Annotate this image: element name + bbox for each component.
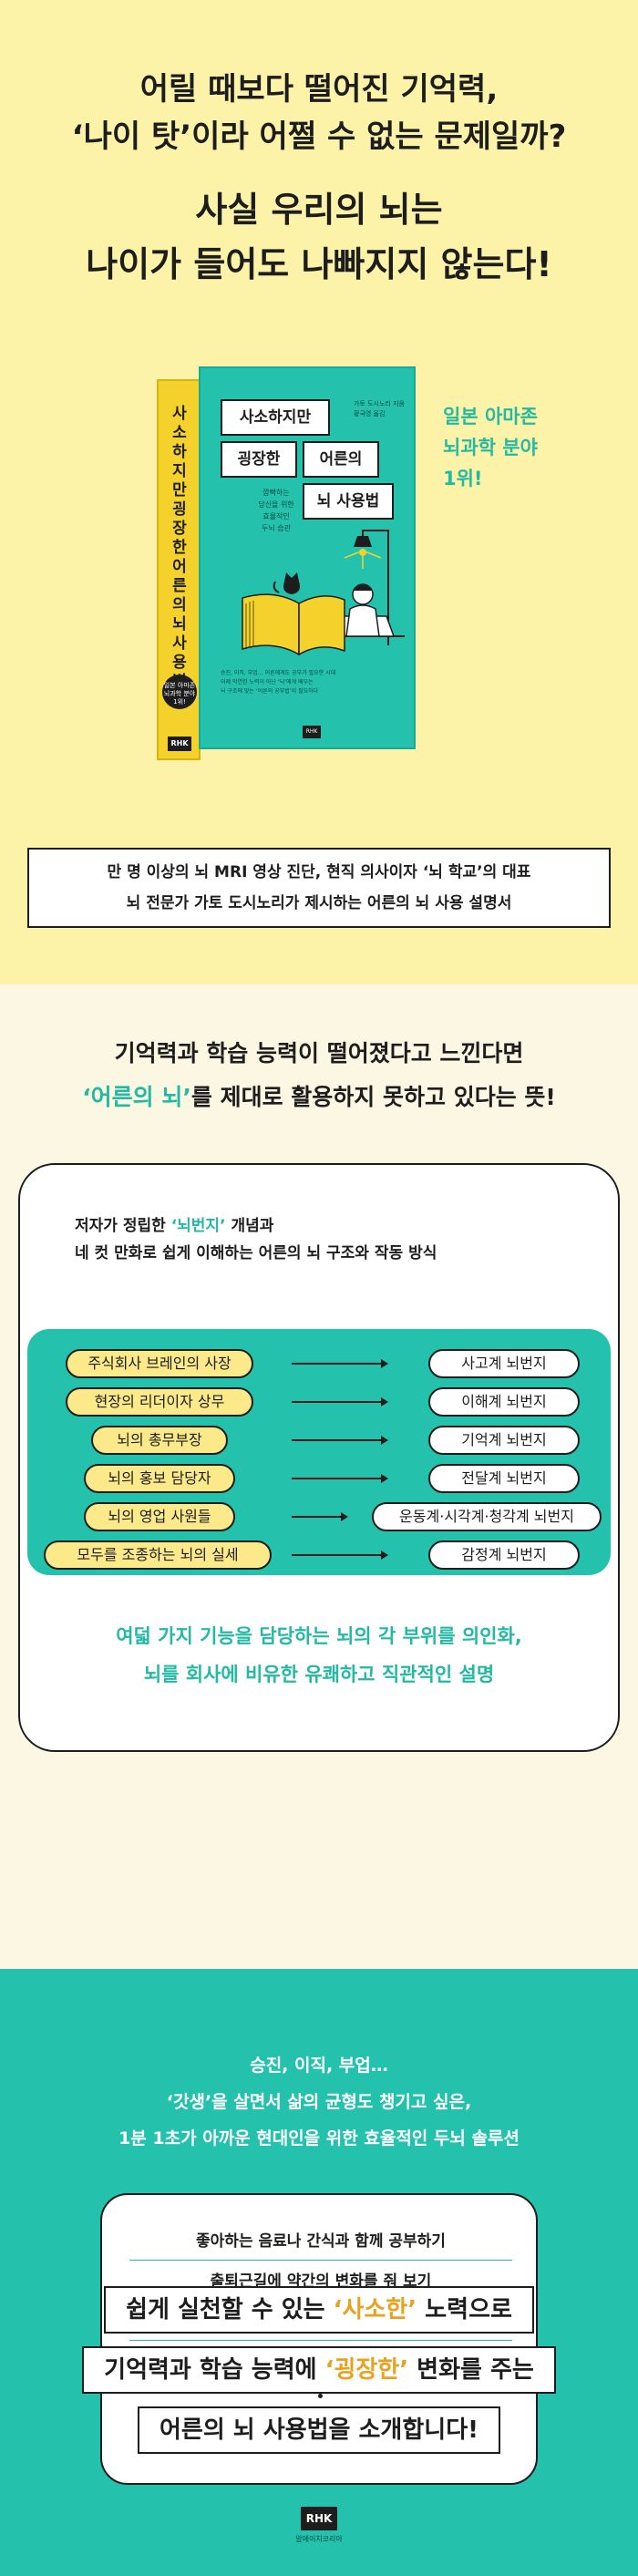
tip-item: 좋아하는 음료나 간식과 함께 공부하기 xyxy=(129,2222,512,2261)
section3-headline: 승진, 이직, 부업… ‘갓생’을 살면서 삶의 균형도 챙기고 싶은, 1분 … xyxy=(118,2056,520,2148)
role-pill: 주식회사 브레인의 사장 xyxy=(66,1349,253,1378)
mapping-row: 모두를 조종하는 뇌의 실세 감정계 뇌번지 xyxy=(27,1540,611,1570)
role-pill: 뇌의 총무부장 xyxy=(91,1426,228,1455)
cover-title-1: 사소하지만 xyxy=(221,399,330,436)
headline-highlight: ‘어른의 뇌’ xyxy=(82,1084,191,1110)
arrow-icon xyxy=(292,1474,388,1483)
mapping-row: 뇌의 총무부장 기억계 뇌번지 xyxy=(27,1426,611,1455)
region-pill: 이해계 뇌번지 xyxy=(428,1387,580,1417)
ellipsis-dot xyxy=(318,2368,323,2373)
amazon-rank-badge: 일본 아마존 뇌과학 분야 1위! xyxy=(443,406,538,489)
concept-panel: 저자가 정립한 ‘뇌번지’ 개념과 네 컷 만화로 쉽게 이해하는 어른의 뇌 … xyxy=(18,1163,620,1752)
hero-headline: 어릴 때보다 떨어진 기억력, ‘나이 탓’이라 어쩔 수 없는 문제일까? xyxy=(71,71,567,155)
cover-title-3: 어른의 xyxy=(303,441,379,478)
role-pill: 뇌의 영업 사원들 xyxy=(84,1502,235,1531)
region-pill: 기억계 뇌번지 xyxy=(428,1426,580,1455)
region-pill: 운동계·시각계·청각계 뇌번지 xyxy=(372,1502,602,1531)
region-pill: 사고계 뇌번지 xyxy=(428,1349,580,1378)
cover-title-4: 뇌 사용법 xyxy=(303,483,394,520)
mapping-row: 뇌의 홍보 담당자 전달계 뇌번지 xyxy=(27,1464,611,1493)
cover-author: 가토 도시노리 지음 황국영 옮김 xyxy=(354,400,405,417)
book-image: 사소하지만 굉장한 어른의 뇌 사용법 일본 아마존 뇌과학 분야 1위! RH… xyxy=(157,366,416,760)
region-pill: 감정계 뇌번지 xyxy=(428,1540,580,1570)
concept-note: 여덟 가지 기능을 담당하는 뇌의 각 부위를 의인화, 뇌를 회사에 비유한 … xyxy=(116,1625,522,1685)
arrow-icon xyxy=(292,1551,388,1560)
book-cover: 사소하지만 굉장한 어른의 뇌 사용법 가토 도시노리 지음 황국영 옮김 깜빡… xyxy=(199,366,416,749)
solution-section: 승진, 이직, 부업… ‘갓생’을 살면서 삶의 균형도 챙기고 싶은, 1분 … xyxy=(0,1969,638,2576)
role-mapping-box: 주식회사 브레인의 사장 사고계 뇌번지 현장의 리더이자 상무 이해계 뇌번지… xyxy=(27,1329,611,1575)
role-pill: 현장의 리더이자 상무 xyxy=(66,1387,253,1417)
ellipsis-dot xyxy=(318,2419,323,2424)
ellipsis-dot xyxy=(318,2394,323,2398)
region-pill: 전달계 뇌번지 xyxy=(428,1464,580,1493)
tip-item: 스마트폰 앱의 위치를 바꾸기 xyxy=(129,2303,512,2341)
spine-badge: 일본 아마존 뇌과학 분야 1위! xyxy=(162,675,197,709)
hero-subhead: 사실 우리의 뇌는 나이가 들어도 나빠지지 않는다! xyxy=(86,190,552,284)
arrow-icon xyxy=(292,1397,388,1406)
role-pill: 뇌의 홍보 담당자 xyxy=(84,1464,235,1493)
role-pill: 모두를 조종하는 뇌의 실세 xyxy=(44,1540,272,1570)
brain-structure-section: 기억력과 학습 능력이 떨어졌다고 느낀다면 ‘어른의 뇌’를 제대로 활용하지… xyxy=(0,984,638,1969)
tips-card: 좋아하는 음료나 간식과 함께 공부하기 출퇴근길에 약간의 변화를 줘 보기 … xyxy=(100,2193,538,2485)
book-spine: 사소하지만 굉장한 어른의 뇌 사용법 일본 아마존 뇌과학 분야 1위! RH… xyxy=(157,379,201,760)
arrow-icon xyxy=(292,1512,348,1521)
intro-highlight: ‘뇌번지’ xyxy=(170,1217,226,1235)
concept-intro: 저자가 정립한 ‘뇌번지’ 개념과 네 컷 만화로 쉽게 이해하는 어른의 뇌 … xyxy=(75,1217,437,1262)
section2-headline: 기억력과 학습 능력이 떨어졌다고 느낀다면 ‘어른의 뇌’를 제대로 활용하지… xyxy=(82,1040,556,1110)
hero-section: 어릴 때보다 떨어진 기억력, ‘나이 탓’이라 어쩔 수 없는 문제일까? 사… xyxy=(0,0,638,984)
mapping-row: 주식회사 브레인의 사장 사고계 뇌번지 xyxy=(27,1349,611,1378)
spine-publisher-logo: RHK xyxy=(168,737,191,751)
mapping-row: 현장의 리더이자 상무 이해계 뇌번지 xyxy=(27,1387,611,1417)
cover-publisher-logo: RHK xyxy=(303,726,321,738)
cover-blurb: 승진, 이직, 부업… 어른에게도 공부가 필요한 시대 이제 막연한 노력이 … xyxy=(221,670,336,695)
mapping-row: 뇌의 영업 사원들 운동계·시각계·청각계 뇌번지 xyxy=(27,1502,611,1531)
cover-illustration xyxy=(242,530,405,656)
arrow-icon xyxy=(292,1359,388,1368)
arrow-icon xyxy=(292,1436,388,1445)
tip-item: 출퇴근길에 약간의 변화를 줘 보기 xyxy=(129,2262,512,2301)
book-description-box: 만 명 이상의 뇌 MRI 영상 진단, 현직 의사이자 ‘뇌 학교’의 대표 … xyxy=(27,848,611,928)
cover-title-2: 굉장한 xyxy=(221,441,297,478)
cover-subtitle: 깜빡하는 당신을 위한 효율적인 두뇌 습관 xyxy=(258,489,294,532)
